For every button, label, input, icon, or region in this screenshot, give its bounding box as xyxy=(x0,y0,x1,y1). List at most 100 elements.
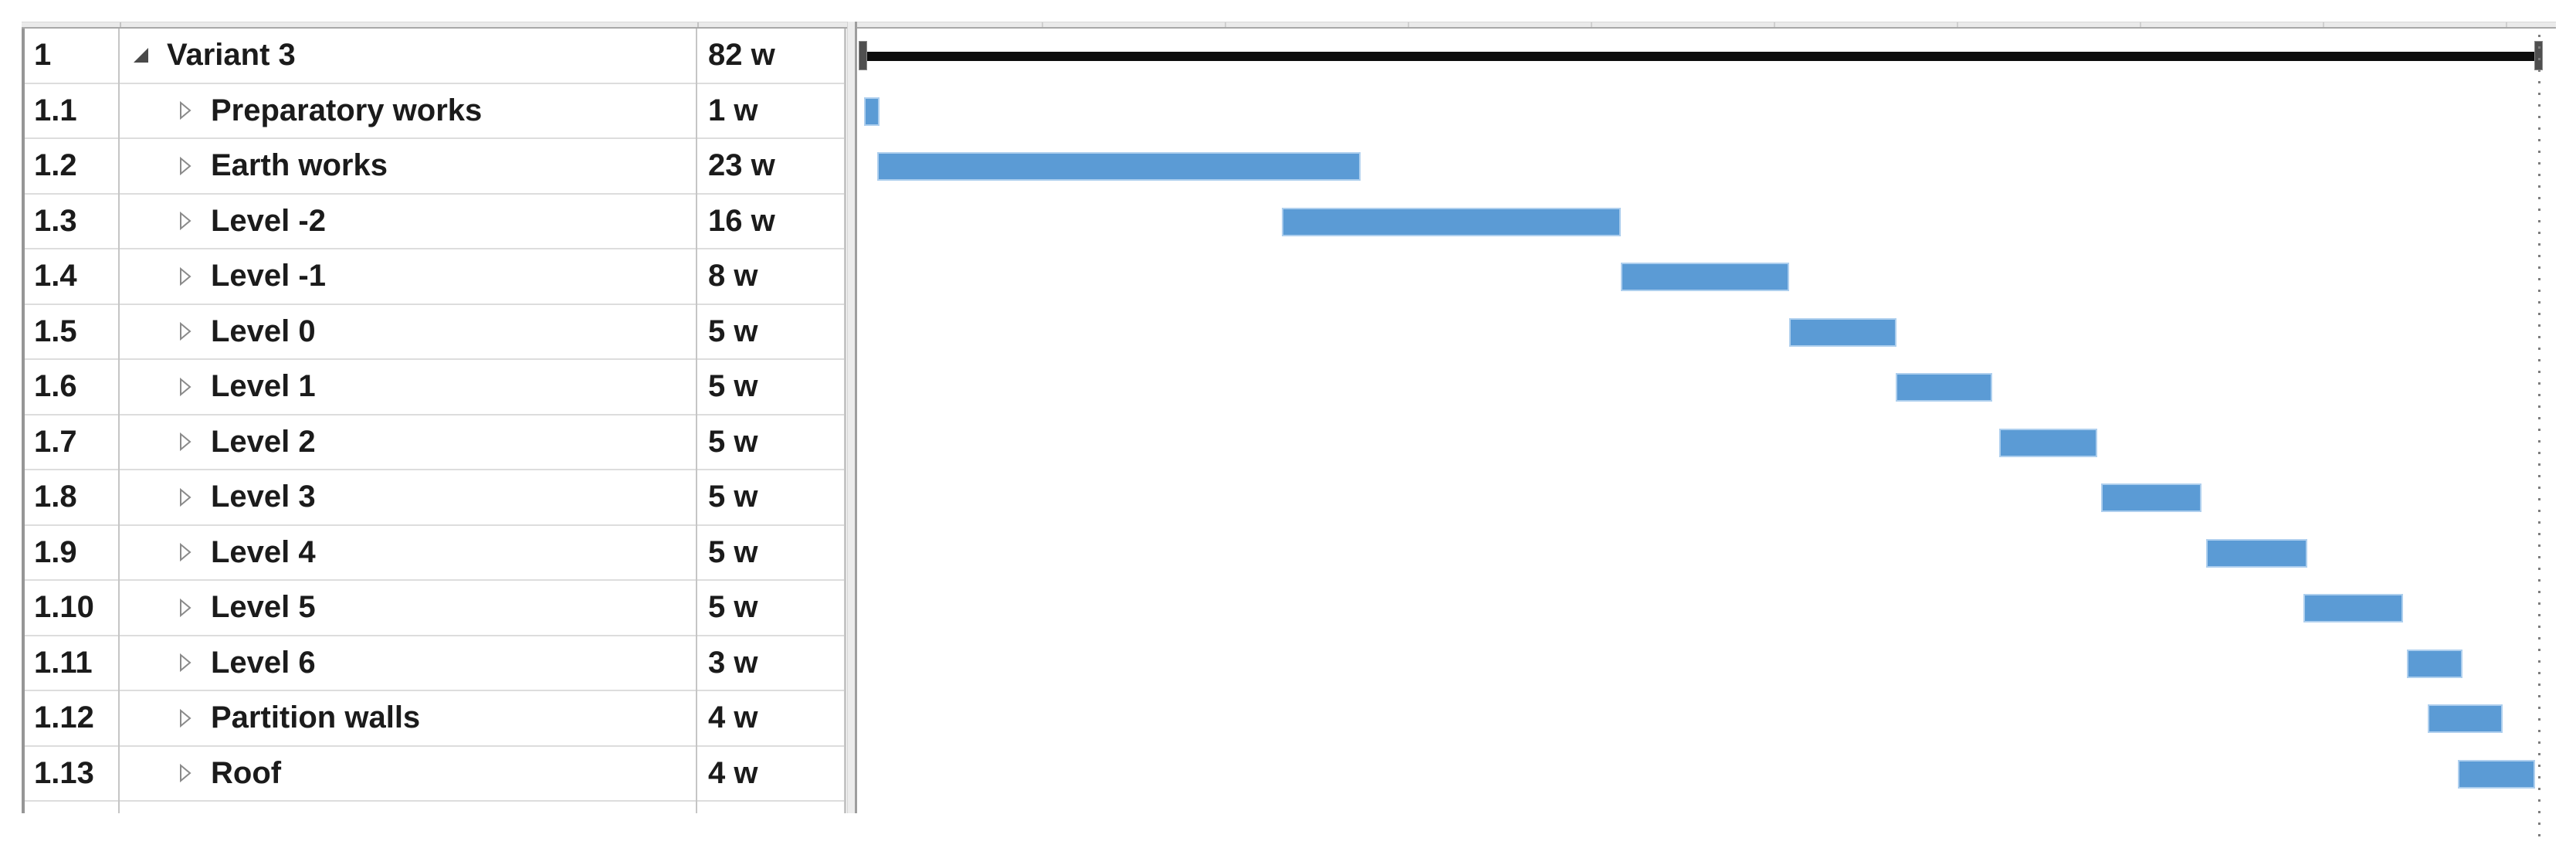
task-table: 1 Variant 3 82 w 1.1 Preparatory works 1… xyxy=(22,29,849,813)
gantt-task-bar[interactable] xyxy=(1621,263,1789,291)
task-name-cell[interactable]: Level 6 xyxy=(121,636,699,690)
gantt-task-bar[interactable] xyxy=(2206,538,2307,568)
task-name-cell[interactable]: Level 5 xyxy=(121,581,699,635)
expand-triangle-icon[interactable] xyxy=(175,211,195,231)
table-row[interactable]: 1.8 Level 3 5 w xyxy=(25,470,846,526)
expand-triangle-icon[interactable] xyxy=(175,266,195,287)
task-id-cell[interactable]: 1.8 xyxy=(34,480,77,514)
task-name-cell[interactable]: Level 2 xyxy=(121,416,699,470)
timescale-strip xyxy=(22,22,2556,29)
task-name-cell[interactable]: Level 1 xyxy=(121,360,699,414)
expand-triangle-icon[interactable] xyxy=(175,432,195,452)
expand-triangle-icon[interactable] xyxy=(175,100,195,120)
table-row[interactable]: 1.1 Preparatory works 1 w xyxy=(25,84,846,139)
timescale-tick xyxy=(1957,22,1958,27)
gantt-task-bar[interactable] xyxy=(1896,373,1992,402)
expand-triangle-icon[interactable] xyxy=(175,708,195,728)
table-row[interactable]: 1.7 Level 2 5 w xyxy=(25,416,846,470)
collapse-triangle-icon[interactable] xyxy=(131,46,151,65)
gantt-task-bar[interactable] xyxy=(2428,704,2503,733)
expand-triangle-icon[interactable] xyxy=(175,487,195,507)
column-divider-id-name[interactable] xyxy=(118,29,120,813)
task-duration-cell[interactable]: 5 w xyxy=(708,369,758,404)
expand-triangle-icon[interactable] xyxy=(175,377,195,397)
task-id-cell[interactable]: 1.7 xyxy=(34,424,77,459)
task-name-label: Level -2 xyxy=(211,203,326,238)
view-splitter-handle[interactable] xyxy=(847,22,857,813)
task-id-cell[interactable]: 1.9 xyxy=(34,534,77,569)
timescale-tick xyxy=(2323,22,2324,27)
task-id-cell[interactable]: 1.6 xyxy=(34,369,77,404)
task-id-cell[interactable]: 1.1 xyxy=(34,93,77,127)
gantt-task-bar[interactable] xyxy=(1282,207,1621,236)
task-id-cell[interactable]: 1.5 xyxy=(34,314,77,348)
task-duration-cell[interactable]: 5 w xyxy=(708,424,758,459)
gantt-task-bar[interactable] xyxy=(864,97,880,126)
table-row[interactable]: 1.12 Partition walls 4 w xyxy=(25,691,846,747)
summary-bar-start-cap xyxy=(859,41,867,70)
timescale-tick xyxy=(2506,22,2507,27)
task-duration-cell[interactable]: 16 w xyxy=(708,203,775,238)
task-duration-cell[interactable]: 1 w xyxy=(708,93,758,127)
task-duration-cell[interactable]: 4 w xyxy=(708,755,758,790)
task-duration-cell[interactable]: 3 w xyxy=(708,645,758,680)
task-name-cell[interactable]: Roof xyxy=(121,747,699,801)
task-name-cell[interactable]: Partition walls xyxy=(121,691,699,745)
table-row[interactable]: 1.10 Level 5 5 w xyxy=(25,581,846,636)
task-name-cell[interactable]: Level -2 xyxy=(121,195,699,249)
task-id-cell[interactable]: 1.2 xyxy=(34,148,77,183)
table-row[interactable]: 1 Variant 3 82 w xyxy=(25,29,846,84)
task-id-cell[interactable]: 1 xyxy=(34,38,52,73)
timescale-column-tick xyxy=(697,22,699,27)
table-row[interactable]: 1.2 Earth works 23 w xyxy=(25,139,846,195)
gantt-task-bar[interactable] xyxy=(2101,483,2201,512)
task-duration-cell[interactable]: 5 w xyxy=(708,590,758,625)
task-name-cell[interactable]: Level 0 xyxy=(121,305,699,359)
gantt-task-bar[interactable] xyxy=(1789,317,1896,347)
task-name-cell[interactable]: Variant 3 xyxy=(121,29,699,83)
task-id-cell[interactable]: 1.11 xyxy=(34,645,93,680)
expand-triangle-icon[interactable] xyxy=(175,763,195,783)
task-name-label: Partition walls xyxy=(211,700,421,735)
expand-triangle-icon[interactable] xyxy=(175,321,195,341)
expand-triangle-icon[interactable] xyxy=(175,156,195,176)
gantt-task-bar[interactable] xyxy=(1999,428,2097,457)
column-divider-name-duration[interactable] xyxy=(696,29,697,813)
table-row[interactable]: 1.5 Level 0 5 w xyxy=(25,305,846,360)
table-row[interactable]: 1.11 Level 6 3 w xyxy=(25,636,846,691)
task-duration-cell[interactable]: 5 w xyxy=(708,534,758,569)
task-name-label: Level 1 xyxy=(211,369,316,404)
gantt-task-bar[interactable] xyxy=(877,152,1361,181)
table-row[interactable]: 1.3 Level -2 16 w xyxy=(25,195,846,249)
task-id-cell[interactable]: 1.3 xyxy=(34,203,77,238)
task-duration-cell[interactable]: 5 w xyxy=(708,480,758,514)
task-name-cell[interactable]: Level 4 xyxy=(121,526,699,580)
gantt-task-bar[interactable] xyxy=(2303,594,2403,622)
task-duration-cell[interactable]: 82 w xyxy=(708,38,775,73)
table-row[interactable]: 1.6 Level 1 5 w xyxy=(25,360,846,416)
task-name-label: Level -1 xyxy=(211,259,326,293)
gantt-task-bar[interactable] xyxy=(2458,759,2535,789)
table-row[interactable]: 1.13 Roof 4 w xyxy=(25,747,846,802)
task-id-cell[interactable]: 1.12 xyxy=(34,700,94,735)
expand-triangle-icon[interactable] xyxy=(175,542,195,562)
task-id-cell[interactable]: 1.13 xyxy=(34,755,94,790)
task-duration-cell[interactable]: 5 w xyxy=(708,314,758,348)
task-name-cell[interactable]: Earth works xyxy=(121,139,699,193)
task-name-cell[interactable]: Level -1 xyxy=(121,249,699,304)
expand-triangle-icon[interactable] xyxy=(175,653,195,673)
task-id-cell[interactable]: 1.4 xyxy=(34,259,77,293)
task-duration-cell[interactable]: 4 w xyxy=(708,700,758,735)
task-name-cell[interactable]: Level 3 xyxy=(121,470,699,524)
summary-bar[interactable] xyxy=(860,52,2534,61)
task-name-label: Level 6 xyxy=(211,645,316,680)
table-row[interactable]: 1.9 Level 4 5 w xyxy=(25,526,846,581)
expand-triangle-icon[interactable] xyxy=(175,598,195,618)
task-duration-cell[interactable]: 23 w xyxy=(708,148,775,183)
task-name-cell[interactable]: Preparatory works xyxy=(121,84,699,138)
task-duration-cell[interactable]: 8 w xyxy=(708,259,758,293)
table-row[interactable]: 1.4 Level -1 8 w xyxy=(25,249,846,305)
task-id-cell[interactable]: 1.10 xyxy=(34,590,94,625)
task-name-label: Level 0 xyxy=(211,314,316,348)
gantt-task-bar[interactable] xyxy=(2407,649,2462,678)
